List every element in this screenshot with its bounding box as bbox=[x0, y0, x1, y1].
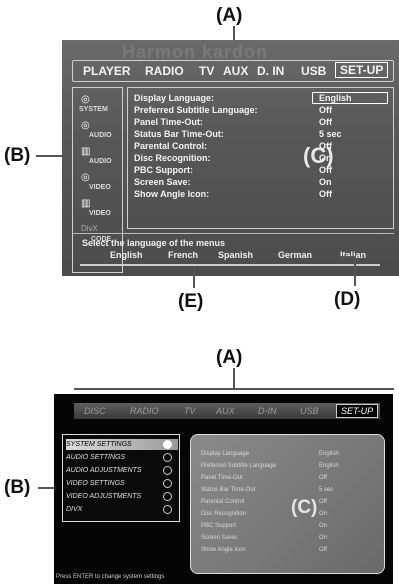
radio-indicator-icon bbox=[163, 492, 172, 501]
tab-tv[interactable]: TV bbox=[184, 406, 196, 416]
language-option-italian[interactable]: Italian bbox=[340, 250, 367, 260]
setting-display-language[interactable]: Display Language English bbox=[201, 451, 339, 457]
disc-icon: ◎ bbox=[81, 172, 90, 183]
callout-b-bottom: (B) bbox=[4, 477, 31, 498]
setting-disc-recognition[interactable]: Disc Recognition On bbox=[201, 511, 328, 517]
callout-b-top-line bbox=[36, 155, 74, 157]
help-text: Select the language of the menus bbox=[82, 238, 226, 248]
tab-digital-in[interactable]: D-IN bbox=[258, 406, 277, 416]
disc-icon: ◎ bbox=[81, 94, 90, 105]
callout-b-top: (B) bbox=[4, 145, 31, 166]
bottom-setup-screen: DISC RADIO TV AUX D-IN USB SET-UP SYSTEM… bbox=[54, 394, 393, 584]
tab-aux[interactable]: AUX bbox=[216, 406, 235, 416]
tab-tv[interactable]: TV bbox=[199, 64, 215, 78]
setting-show-angle-icon[interactable]: Show Angle Icon: Off bbox=[134, 189, 332, 199]
setting-pbc-support[interactable]: PBC Support On bbox=[201, 523, 328, 529]
sidebar-item-video-adjust[interactable]: ▥ VIDEO bbox=[81, 198, 111, 217]
setting-pbc-support[interactable]: PBC Support: Off bbox=[134, 165, 332, 175]
callout-a-bottom: (A) bbox=[216, 347, 243, 368]
callout-e-line bbox=[193, 266, 195, 288]
equalizer-icon: ▥ bbox=[81, 198, 91, 209]
callout-d-line bbox=[354, 256, 356, 286]
top-sidebar: ◎ SYSTEM ◎ AUDIO ▥ AUDIO ◎ VIDEO ▥ VIDEO… bbox=[72, 87, 123, 273]
setting-subtitle-language[interactable]: Preferred Subtitle Language: Off bbox=[134, 105, 332, 115]
divx-icon: DivX bbox=[81, 224, 98, 233]
divider bbox=[80, 264, 380, 266]
sidebar-item-system-settings[interactable]: SYSTEM SETTINGS bbox=[66, 439, 178, 450]
tab-setup[interactable]: SET-UP bbox=[336, 404, 379, 418]
setting-status-bar-timeout[interactable]: Status Bar Time-Out: 5 sec bbox=[134, 129, 342, 139]
bottom-settings-panel: Display Language English Preferred Subti… bbox=[190, 434, 385, 574]
callout-a-top: (A) bbox=[216, 5, 243, 26]
setting-display-language[interactable]: Display Language: English bbox=[134, 92, 389, 104]
tab-radio[interactable]: RADIO bbox=[145, 64, 184, 78]
tab-setup[interactable]: SET-UP bbox=[335, 62, 389, 78]
setting-disc-recognition[interactable]: Disc Recognition: On bbox=[134, 153, 332, 163]
radio-indicator-icon bbox=[163, 453, 172, 462]
tab-radio[interactable]: RADIO bbox=[130, 406, 159, 416]
sidebar-item-divx[interactable]: DivX CODE bbox=[81, 224, 112, 243]
callout-d-top: (D) bbox=[334, 289, 361, 310]
language-option-german[interactable]: German bbox=[278, 250, 313, 260]
brand-watermark: Harmon kardon bbox=[122, 42, 269, 62]
setting-value-selected[interactable]: English bbox=[312, 92, 388, 104]
callout-e-top: (E) bbox=[178, 291, 204, 312]
disc-icon: ◎ bbox=[81, 120, 90, 131]
callout-b-bottom-line bbox=[38, 487, 56, 489]
sidebar-item-video-adjustments[interactable]: VIDEO ADJUSTMENTS bbox=[66, 491, 178, 502]
radio-indicator-icon bbox=[163, 466, 172, 475]
language-option-english[interactable]: English bbox=[110, 250, 143, 260]
setting-subtitle-language[interactable]: Preferred Subtitle Language English bbox=[201, 463, 339, 469]
setting-panel-timeout[interactable]: Panel Time-Out Off bbox=[201, 475, 327, 481]
sidebar-item-video-settings[interactable]: ◎ VIDEO bbox=[81, 172, 111, 191]
top-settings-panel: Display Language: English Preferred Subt… bbox=[127, 87, 394, 229]
tab-digital-in[interactable]: D. IN bbox=[257, 64, 285, 78]
callout-c-bottom: (C) bbox=[291, 497, 318, 518]
sidebar-item-audio-adjustments[interactable]: AUDIO ADJUSTMENTS bbox=[66, 465, 178, 476]
help-text: Press ENTER to change system settings bbox=[56, 574, 165, 580]
setting-parental-control[interactable]: Parental Control Off bbox=[201, 499, 327, 505]
setting-show-angle-icon[interactable]: Show Angle Icon Off bbox=[201, 547, 327, 553]
callout-a-bottom-line bbox=[233, 368, 235, 388]
equalizer-icon: ▥ bbox=[81, 146, 91, 157]
setting-status-bar-timeout[interactable]: Status Bar Time-Out 5 sec bbox=[201, 487, 334, 493]
language-option-french[interactable]: French bbox=[168, 250, 199, 260]
sidebar-item-audio-settings[interactable]: AUDIO SETTINGS bbox=[66, 452, 178, 463]
top-menu-bar: PLAYER RADIO TV AUX D. IN USB SET-UP bbox=[72, 60, 394, 82]
radio-indicator-icon bbox=[163, 505, 172, 514]
sidebar-item-audio-adjust[interactable]: ▥ AUDIO bbox=[81, 146, 112, 165]
sidebar-item-system[interactable]: ◎ SYSTEM bbox=[79, 94, 108, 113]
radio-indicator-icon bbox=[163, 479, 172, 488]
setting-parental-control[interactable]: Parental Control: Off bbox=[134, 141, 332, 151]
tab-usb[interactable]: USB bbox=[301, 64, 327, 78]
tab-aux[interactable]: AUX bbox=[223, 64, 249, 78]
bottom-menu-bar: DISC RADIO TV AUX D-IN USB SET-UP bbox=[74, 403, 380, 419]
sidebar-item-audio-settings[interactable]: ◎ AUDIO bbox=[81, 120, 112, 139]
top-setup-screen: Harmon kardon PLAYER RADIO TV AUX D. IN … bbox=[62, 40, 399, 276]
callout-c-top: (C) bbox=[303, 143, 334, 168]
sidebar-item-video-settings[interactable]: VIDEO SETTINGS bbox=[66, 478, 178, 489]
tab-player[interactable]: PLAYER bbox=[83, 64, 131, 78]
radio-indicator-icon bbox=[163, 440, 172, 449]
divider bbox=[72, 233, 394, 234]
tab-disc[interactable]: DISC bbox=[84, 406, 106, 416]
setting-screen-save[interactable]: Screen Save: On bbox=[134, 177, 332, 187]
setting-panel-timeout[interactable]: Panel Time-Out: Off bbox=[134, 117, 332, 127]
tab-usb[interactable]: USB bbox=[300, 406, 319, 416]
language-option-spanish[interactable]: Spanish bbox=[218, 250, 254, 260]
bottom-sidebar: SYSTEM SETTINGS AUDIO SETTINGS AUDIO ADJ… bbox=[62, 434, 180, 522]
setting-screen-saver[interactable]: Screen Saver On bbox=[201, 535, 328, 541]
sidebar-item-divx[interactable]: DIVX bbox=[66, 504, 178, 515]
language-options: English French Spanish German Italian bbox=[82, 250, 382, 262]
